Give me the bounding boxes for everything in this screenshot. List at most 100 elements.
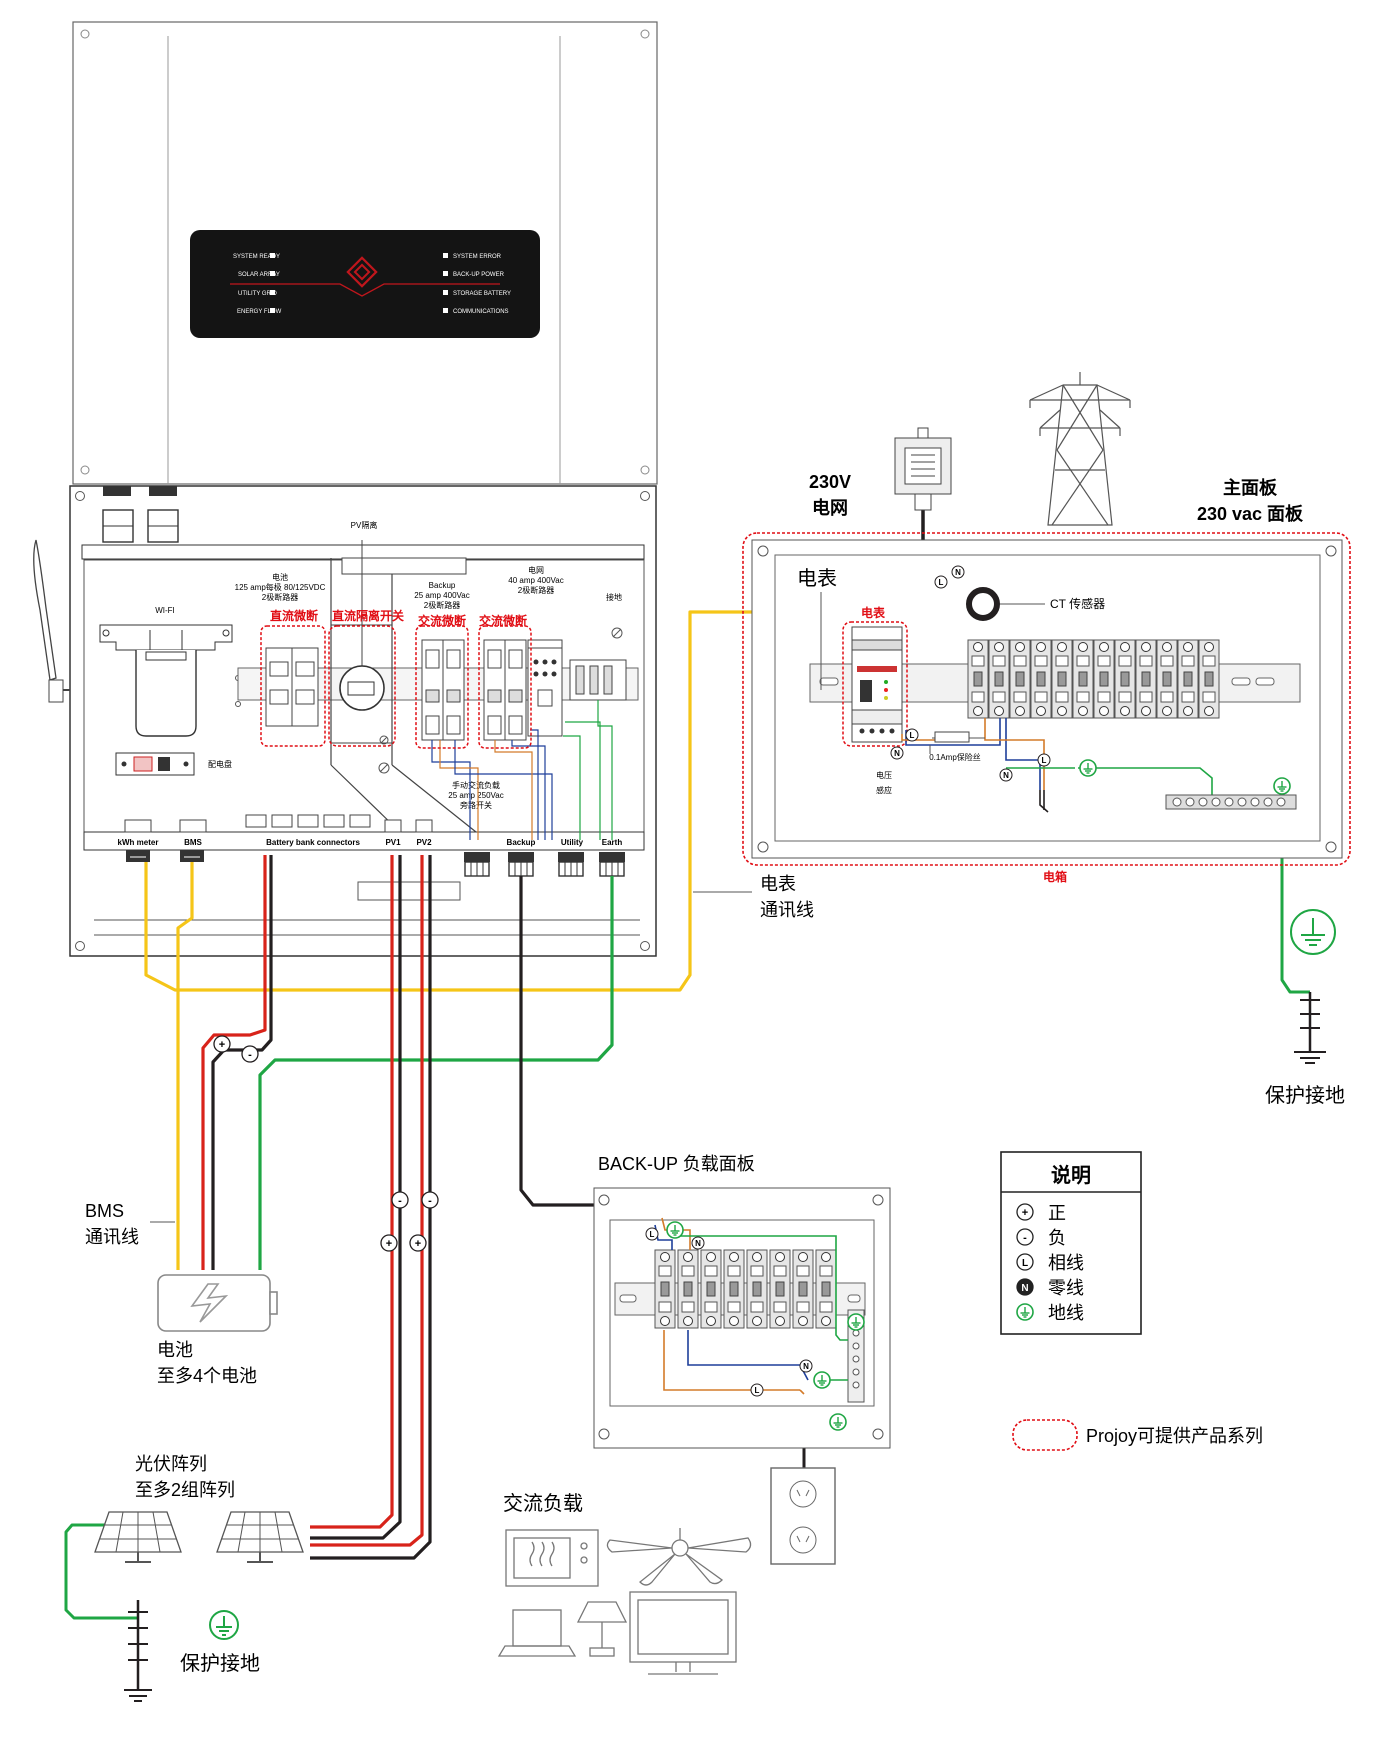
battery-bank-connectors <box>245 814 371 828</box>
highlight-tags: 直流微断 直流隔离开关 交流微断 交流微断 <box>270 608 527 628</box>
earth-marker-icon <box>829 1413 847 1431</box>
led-indicator-icon <box>270 290 275 295</box>
led-indicator-icon <box>270 271 275 276</box>
earth-marker-icon <box>847 1313 865 1331</box>
bypass-line2: 25 amp 250Vac <box>448 791 503 800</box>
fuse-icon <box>934 731 970 743</box>
bypass-line1: 手动交流负载 <box>452 780 500 790</box>
terminal-backup: Backup <box>507 838 536 847</box>
plus-icon <box>409 1234 427 1252</box>
backup-panel-markers: L N N L <box>645 1227 813 1397</box>
solar-panel-icon <box>94 1511 182 1563</box>
led-indicator-icon <box>443 308 448 313</box>
phase-symbol: L <box>910 731 915 740</box>
led-indicator-icon <box>443 290 448 295</box>
main-panel-title: 主面板 <box>1223 477 1278 498</box>
plus-icon <box>380 1234 398 1252</box>
bms-comm-line2: 通讯线 <box>85 1227 139 1247</box>
minus-symbol: - <box>398 1195 402 1207</box>
pv-isolator-title: PV隔离 <box>351 520 378 530</box>
battery-icon <box>157 1274 278 1332</box>
led-indicator-icon <box>270 253 275 258</box>
led-label: BACK-UP POWER <box>453 272 505 278</box>
phase-marker-icon <box>750 1383 764 1397</box>
left-ground-label: 保护接地 <box>180 1652 260 1675</box>
monitor-icon <box>629 1591 737 1675</box>
bypass-switch: 手动交流负载 25 amp 250Vac 旁路开关 <box>448 639 563 810</box>
earth-marker-icon <box>1016 1303 1034 1321</box>
grid-breaker-line2: 40 amp 400Vac <box>508 576 563 585</box>
fuse-label: 0.1Amp保险丝 <box>929 752 981 762</box>
neutral-marker-icon <box>999 768 1013 782</box>
bypass-line3: 旁路开关 <box>460 800 492 810</box>
microwave-icon <box>505 1529 599 1587</box>
cable-glands <box>126 850 626 877</box>
pv-array-line1: 光伏阵列 <box>135 1454 207 1474</box>
voltage-sense-line2: 感应 <box>876 785 892 795</box>
solar-panel-icon <box>216 1511 304 1563</box>
product-series-note: Projoy可提供产品系列 <box>1086 1426 1263 1446</box>
neutral-symbol: N <box>803 1362 809 1371</box>
battery-line1: 电池 <box>157 1340 193 1360</box>
terminal-kwh-meter: kWh meter <box>118 838 159 847</box>
meter-tag: 电表 <box>861 605 886 620</box>
earth-label: 接地 <box>606 592 622 602</box>
led-indicator-icon <box>443 271 448 276</box>
backup-breaker-tag: 交流微断 <box>418 613 466 628</box>
led-left-column: SYSTEM READY SOLAR ARRAY UTILITY GRID EN… <box>233 253 282 315</box>
meter-comm-line2: 通讯线 <box>760 900 814 920</box>
backup-ac-breaker: Backup 25 amp 400Vac 2极断路器 <box>414 581 470 741</box>
led-label: SYSTEM ERROR <box>453 254 502 260</box>
main-panel-wiring <box>901 718 1213 813</box>
neutral-marker-icon <box>951 565 965 579</box>
main-panel-wire-markers: N L L N N L <box>890 565 1051 782</box>
plus-symbol: + <box>386 1238 392 1250</box>
grid-breaker-tag: 交流微断 <box>479 613 527 628</box>
backup-load-panel <box>593 1187 891 1449</box>
battery-breaker-line1: 电池 <box>272 572 288 582</box>
battery-breaker-tag: 直流微断 <box>270 608 318 623</box>
terminal-bms: BMS <box>184 838 202 847</box>
earth-marker-icon <box>666 1221 684 1239</box>
polarity-markers: + - - - + + <box>213 1035 439 1252</box>
terminal-utility: Utility <box>561 838 584 847</box>
terminal-earth: Earth <box>602 838 623 847</box>
neutral-marker-icon <box>1016 1278 1034 1296</box>
ac-load-title: 交流负载 <box>503 1492 583 1515</box>
led-label: SYSTEM READY <box>233 254 280 260</box>
plus-icon <box>1016 1203 1034 1221</box>
distribution-board-switch: 配电盘 <box>115 752 232 776</box>
minus-symbol: - <box>428 1195 432 1207</box>
earth-marker-icon <box>1079 759 1097 777</box>
minus-symbol: - <box>248 1049 252 1061</box>
terminal-labels: kWh meter BMS Battery bank connectors PV… <box>118 838 623 847</box>
neutral-marker-icon <box>890 746 904 760</box>
internal-wires <box>431 700 613 840</box>
led-label: SOLAR ARRAY <box>238 272 280 278</box>
phase-marker-icon <box>934 575 948 589</box>
grid-meter-icon <box>894 427 952 511</box>
wifi-label: WI-FI <box>155 606 175 615</box>
backup-breaker-line1: Backup <box>429 581 456 590</box>
box-tag: 电箱 <box>1043 869 1067 884</box>
minus-icon <box>391 1191 409 1209</box>
main-panel-subtitle: 230 vac 面板 <box>1197 503 1304 524</box>
led-right-column: SYSTEM ERROR BACK-UP POWER STORAGE BATTE… <box>443 253 511 315</box>
meter-highlight <box>842 621 908 747</box>
voltage-sense-line1: 电压 <box>876 770 892 780</box>
grid-ac-breaker: 电网 40 amp 400Vac 2极断路器 <box>483 565 564 741</box>
laptop-icon <box>497 1609 577 1657</box>
terminal-pv1: PV1 <box>385 838 401 847</box>
phase-symbol: L <box>650 1230 655 1239</box>
right-ground-assembly <box>1290 909 1336 1064</box>
led-label: STORAGE BATTERY <box>453 291 511 297</box>
minus-icon <box>421 1191 439 1209</box>
legend-title: 说明 <box>1051 1163 1091 1187</box>
grid-breaker-line1: 电网 <box>528 565 544 575</box>
ct-label: CT 传感器 <box>1050 596 1105 611</box>
left-ground-assembly <box>124 1600 239 1702</box>
minus-icon <box>1016 1228 1034 1246</box>
grid-breaker-line3: 2极断路器 <box>518 585 554 595</box>
highlight-boxes <box>260 625 532 749</box>
earth-marker-icon <box>813 1371 831 1389</box>
